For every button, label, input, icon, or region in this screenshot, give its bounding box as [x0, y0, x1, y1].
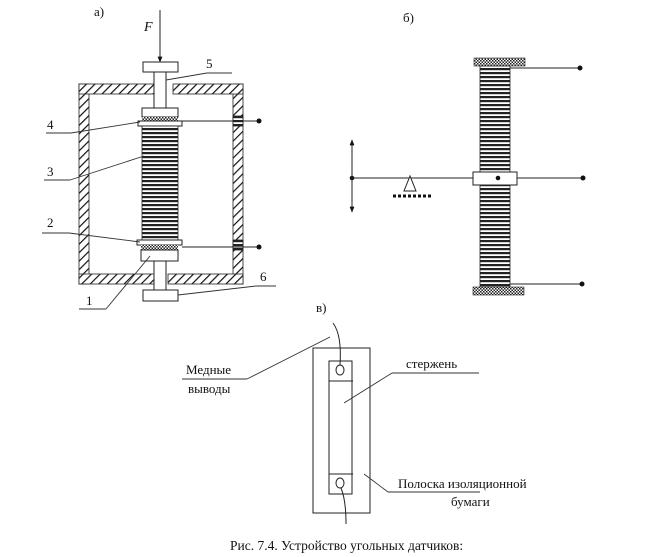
force-label: F — [143, 20, 153, 35]
callout-6: 6 — [177, 269, 276, 296]
panel-a: а) F — [42, 4, 276, 310]
copper-leads-label: Медные выводы — [182, 336, 331, 396]
carbon-disc-stack — [141, 125, 179, 241]
bottom-copper-lead-wire — [340, 487, 347, 525]
svg-text:бумаги: бумаги — [451, 494, 490, 509]
bottom-copper-lead-hole — [335, 477, 345, 489]
bottom-pressure-plate-1 — [140, 249, 179, 262]
svg-text:5: 5 — [206, 56, 213, 71]
terminal-bottom-b — [579, 281, 585, 287]
top-electrode-4 — [137, 120, 183, 127]
callout-3: 3 — [44, 155, 145, 181]
figure-caption: Рис. 7.4. Устройство угольных датчиков: — [230, 538, 463, 553]
panel-c-label: в) — [316, 300, 326, 315]
callout-5: 5 — [165, 56, 232, 81]
svg-text:3: 3 — [47, 164, 54, 179]
bottom-contact-layer — [141, 245, 178, 250]
terminal-dot-top — [256, 118, 262, 124]
pivot-support-icon — [403, 174, 417, 192]
panel-a-label: а) — [94, 4, 104, 19]
top-contact-layer — [142, 117, 178, 121]
callout-1: 1 — [79, 255, 151, 310]
bottom-screw-head-6 — [142, 289, 179, 302]
terminal-dot-bottom — [256, 244, 262, 250]
panel-b-label: б) — [403, 10, 414, 25]
terminal-top-b — [577, 65, 583, 71]
bottom-rod — [153, 260, 167, 291]
svg-text:1: 1 — [86, 293, 93, 308]
callout-4: 4 — [46, 117, 141, 134]
svg-text:Медные: Медные — [186, 362, 231, 377]
top-copper-lead-wire — [332, 322, 341, 366]
terminal-middle-b — [580, 175, 586, 181]
top-plunger-rod — [153, 71, 167, 109]
svg-text:стержень: стержень — [406, 356, 457, 371]
top-copper-lead-hole — [335, 364, 345, 376]
slider-pivot-dot — [495, 175, 501, 181]
svg-text:выводы: выводы — [188, 381, 231, 396]
slider-contact[interactable] — [472, 171, 518, 186]
callout-2: 2 — [42, 215, 141, 243]
bottom-clamp-hatched — [472, 286, 525, 296]
rod-label: стержень — [343, 356, 479, 404]
top-clamp-hatched — [473, 57, 526, 67]
bottom-electrode-2 — [136, 239, 183, 246]
svg-text:6: 6 — [260, 269, 267, 284]
top-pressure-plate — [141, 107, 179, 118]
svg-text:2: 2 — [47, 215, 54, 230]
panel-b: б) — [349, 10, 586, 296]
svg-text:Полоска изоляционной: Полоска изоляционной — [398, 476, 527, 491]
svg-text:4: 4 — [47, 117, 54, 132]
panel-c: в) Медные выводы стержень Полоска изоляц… — [182, 300, 527, 525]
paper-strip-label: Полоска изоляционной бумаги — [363, 473, 527, 509]
top-plunger-head — [142, 61, 179, 73]
